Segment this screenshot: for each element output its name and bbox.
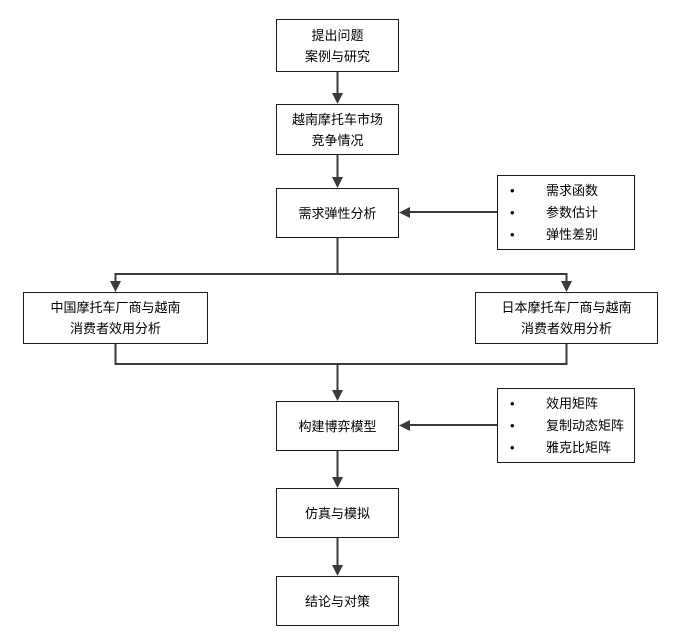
arrowhead-down-icon bbox=[110, 281, 121, 292]
bullet-icon: • bbox=[510, 439, 515, 455]
connector-simulation-to-conclusion bbox=[332, 538, 343, 576]
list-item: • 效用矩阵 bbox=[510, 393, 634, 415]
list-item-label: 参数估计 bbox=[546, 204, 599, 220]
arrowhead-down-icon bbox=[332, 477, 343, 488]
connector-problem-to-market bbox=[332, 72, 343, 104]
list-item-label: 复制动态矩阵 bbox=[546, 417, 625, 433]
arrowhead-down-icon bbox=[332, 93, 343, 104]
node-china-utility-label: 中国摩托车厂商与越南 消费者效用分析 bbox=[50, 300, 181, 336]
node-japan-utility-label: 日本摩托车厂商与越南 消费者效用分析 bbox=[501, 300, 632, 336]
note-game-model-list: • 效用矩阵 • 复制动态矩阵 • 雅克比矩阵 bbox=[497, 388, 635, 463]
arrowhead-down-icon bbox=[332, 565, 343, 576]
node-game-model: 构建博弈模型 bbox=[276, 401, 399, 451]
node-conclusion-label: 结论与对策 bbox=[304, 593, 370, 609]
arrowhead-down-icon bbox=[332, 390, 343, 401]
connector-elasticity-branch bbox=[110, 238, 572, 292]
list-item: • 参数估计 bbox=[510, 202, 634, 224]
connector-utility-merge bbox=[114, 344, 568, 401]
node-elasticity: 需求弹性分析 bbox=[276, 188, 399, 238]
bullet-icon: • bbox=[510, 395, 515, 411]
arrowhead-left-icon bbox=[399, 420, 410, 431]
connector-game-model-to-simulation bbox=[332, 451, 343, 488]
list-item: • 弹性差别 bbox=[510, 224, 634, 246]
node-simulation: 仿真与模拟 bbox=[276, 488, 399, 538]
list-item: • 需求函数 bbox=[510, 180, 634, 202]
node-market-label: 越南摩托车市场 竞争情况 bbox=[291, 111, 383, 148]
connector-game-notes-to-game-model bbox=[399, 420, 497, 431]
list-item-label: 雅克比矩阵 bbox=[546, 439, 612, 455]
node-market: 越南摩托车市场 竞争情况 bbox=[276, 104, 399, 155]
list-item-label: 弹性差别 bbox=[546, 226, 599, 242]
node-problem-label: 提出问题 案例与研究 bbox=[304, 27, 370, 64]
list-item: • 复制动态矩阵 bbox=[510, 415, 634, 437]
list-item: • 雅克比矩阵 bbox=[510, 437, 634, 459]
node-elasticity-label: 需求弹性分析 bbox=[298, 205, 377, 221]
node-china-utility: 中国摩托车厂商与越南 消费者效用分析 bbox=[23, 292, 208, 344]
node-game-model-label: 构建博弈模型 bbox=[298, 418, 377, 434]
node-conclusion: 结论与对策 bbox=[276, 576, 399, 626]
list-item-label: 需求函数 bbox=[546, 182, 599, 198]
connector-elasticity-notes-to-elasticity bbox=[399, 207, 497, 218]
arrowhead-down-icon bbox=[332, 177, 343, 188]
bullet-icon: • bbox=[510, 204, 515, 220]
bullet-icon: • bbox=[510, 182, 515, 198]
bullet-icon: • bbox=[510, 226, 515, 242]
connector-market-to-elasticity bbox=[332, 155, 343, 188]
node-japan-utility: 日本摩托车厂商与越南 消费者效用分析 bbox=[475, 292, 658, 344]
arrowhead-down-icon bbox=[561, 281, 572, 292]
bullet-icon: • bbox=[510, 417, 515, 433]
list-item-label: 效用矩阵 bbox=[546, 395, 599, 411]
node-simulation-label: 仿真与模拟 bbox=[304, 505, 370, 521]
node-problem: 提出问题 案例与研究 bbox=[276, 19, 399, 72]
note-elasticity-list: • 需求函数 • 参数估计 • 弹性差别 bbox=[497, 175, 635, 250]
arrowhead-left-icon bbox=[399, 207, 410, 218]
